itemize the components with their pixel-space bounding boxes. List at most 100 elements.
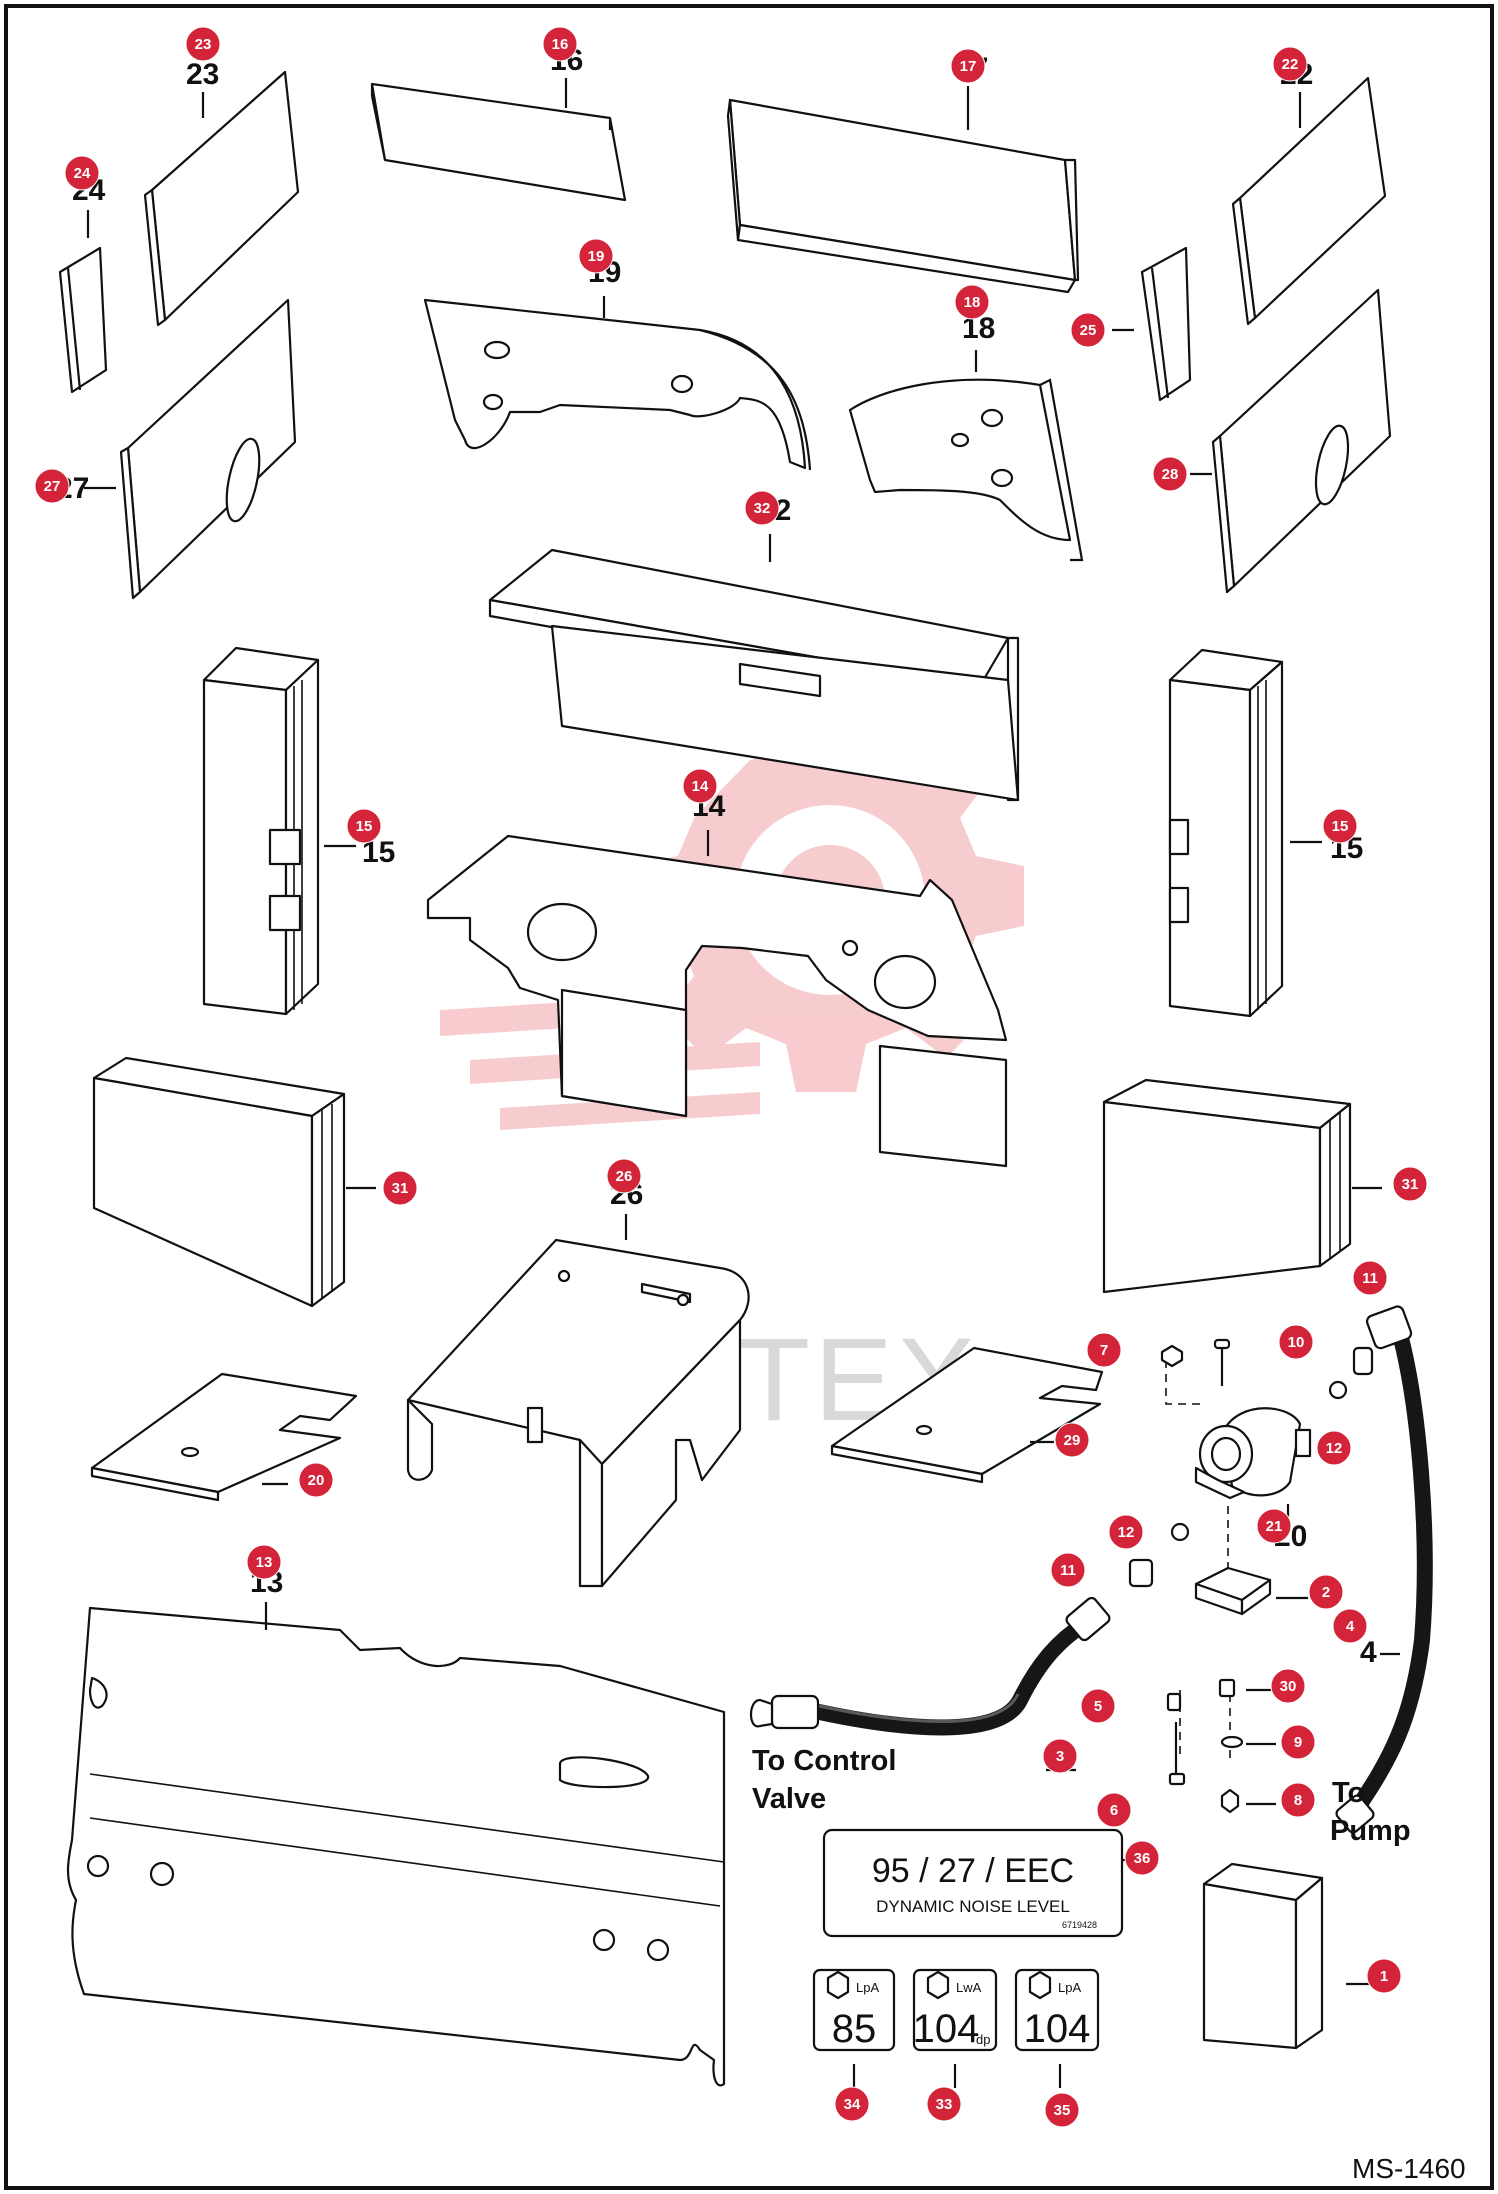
drawing-frame (4, 4, 1494, 2190)
callout-26: 26 (606, 1158, 642, 1194)
part-14-main-bracket: 14 (426, 790, 1008, 1168)
svg-text:9: 9 (1294, 1734, 1302, 1751)
svg-text:1: 1 (1380, 1968, 1388, 1985)
callout-8: 8 (1280, 1782, 1316, 1818)
part-15-stack-left: 15 (202, 646, 395, 1016)
hydraulic-assembly: 4 20 (749, 1305, 1433, 1834)
to-pump-label-line1: To (1332, 1777, 1365, 1809)
part-31-pad-left (92, 1056, 376, 1308)
decal-36-line2: DYNAMIC NOISE LEVEL (876, 1897, 1070, 1916)
callout-11-lower: 11 (1050, 1552, 1086, 1588)
svg-text:33: 33 (936, 2096, 953, 2113)
svg-text:17: 17 (960, 58, 977, 75)
part-1-box (1202, 1862, 1376, 2050)
svg-text:10: 10 (1288, 1334, 1305, 1351)
svg-text:27: 27 (44, 478, 61, 495)
to-pump-label-line2: Pump (1330, 1815, 1411, 1847)
callout-32: 32 (744, 490, 780, 526)
callout-30: 29 (1054, 1422, 1090, 1458)
decal-33-value: 104 (913, 2007, 980, 2051)
callout-31-right: 31 (1392, 1166, 1428, 1202)
svg-text:32: 32 (754, 500, 771, 517)
svg-text:23: 23 (195, 36, 212, 53)
part-16-strip: 16 (370, 44, 627, 202)
decal-35-label: LpA (1058, 1980, 1081, 1995)
svg-text:30: 30 (1280, 1678, 1297, 1695)
callout-20: 21 (1256, 1508, 1292, 1544)
part-15-stack-right: 15 (1168, 648, 1363, 1018)
callout-23: 23 (185, 26, 221, 62)
callout-3: 3 (1042, 1738, 1078, 1774)
svg-text:19: 19 (588, 248, 605, 265)
decal-36-number: 6719428 (1062, 1920, 1097, 1930)
svg-text:24: 24 (74, 165, 91, 182)
callout-17: 17 (950, 48, 986, 84)
part-19-bracket: 19 (423, 256, 812, 471)
svg-text:23: 23 (186, 58, 219, 91)
to-control-valve-label-line2: Valve (752, 1783, 826, 1815)
callout-22: 22 (1272, 46, 1308, 82)
svg-text:28: 28 (1162, 466, 1179, 483)
decal-35-lpa-104: LpA 104 (1014, 1968, 1100, 2088)
svg-text:15: 15 (356, 818, 373, 835)
svg-text:4: 4 (1360, 1636, 1377, 1669)
part-23-panel: 23 (143, 58, 300, 327)
part-22-panel: 22 (1231, 58, 1387, 326)
svg-text:36: 36 (1134, 1850, 1151, 1867)
svg-text:12: 12 (1326, 1440, 1343, 1457)
part-32-shelf: 32 (488, 494, 1020, 802)
svg-text:6: 6 (1110, 1802, 1118, 1819)
callout-13: 13 (246, 1544, 282, 1580)
part-25-strip (1112, 246, 1192, 402)
svg-text:13: 13 (256, 1554, 273, 1571)
callout-28: 28 (1152, 456, 1188, 492)
decal-36-line1: 95 / 27 / EEC (872, 1852, 1074, 1890)
svg-text:31: 31 (392, 1180, 409, 1197)
part-30-plate (830, 1346, 1104, 1484)
decal-33-label: LwA (956, 1980, 982, 1995)
decal-34-lpa-85: LpA 85 (812, 1968, 896, 2088)
part-17-block: 17 (726, 52, 1080, 294)
callout-12-lower: 12 (1108, 1514, 1144, 1550)
part-28-panel-hole (1190, 288, 1392, 594)
decal-36-noise-level: 95 / 27 / EEC DYNAMIC NOISE LEVEL 671942… (822, 1828, 1146, 1938)
svg-text:8: 8 (1294, 1792, 1302, 1809)
svg-text:14: 14 (692, 778, 709, 795)
svg-text:11: 11 (1060, 1562, 1076, 1579)
decal-35-value: 104 (1024, 2007, 1091, 2051)
callout-35: 35 (1044, 2092, 1080, 2128)
svg-text:15: 15 (1332, 818, 1349, 835)
callout-11-upper: 11 (1352, 1260, 1388, 1296)
callout-15-right: 15 (1322, 808, 1358, 844)
drawing-code: MS-1460 (1352, 2153, 1466, 2184)
part-18-bracket: 18 (848, 312, 1084, 562)
callout-2: 2 (1308, 1574, 1344, 1610)
svg-text:11: 11 (1362, 1270, 1378, 1287)
svg-text:16: 16 (552, 36, 569, 53)
decal-33-lwa-104: LwA 104 dp (913, 1968, 998, 2088)
svg-text:29: 29 (1064, 1432, 1081, 1449)
svg-text:4: 4 (1346, 1618, 1355, 1635)
to-control-valve-label-line1: To Control (752, 1745, 896, 1777)
part-31-pad-right (1102, 1078, 1382, 1294)
svg-text:2: 2 (1322, 1584, 1330, 1601)
callout-9: 9 (1280, 1724, 1316, 1760)
callout-29: 30 (1270, 1668, 1306, 1704)
decal-34-label: LpA (856, 1980, 879, 1995)
callout-14: 14 (682, 768, 718, 804)
callout-15-left: 15 (346, 808, 382, 844)
decal-34-value: 85 (832, 2007, 877, 2051)
part-21-plate (90, 1372, 358, 1502)
svg-text:34: 34 (844, 2096, 861, 2113)
callout-33: 33 (926, 2086, 962, 2122)
svg-text:26: 26 (616, 1168, 633, 1185)
callout-31-left: 31 (382, 1170, 418, 1206)
callout-bubbles: 23 16 17 22 24 19 18 25 27 28 32 14 15 1… (34, 26, 1428, 2128)
part-24-strip: 24 (58, 174, 108, 394)
svg-text:31: 31 (1402, 1176, 1419, 1193)
callout-16: 16 (542, 26, 578, 62)
svg-text:22: 22 (1282, 56, 1299, 73)
svg-text:3: 3 (1056, 1748, 1064, 1765)
